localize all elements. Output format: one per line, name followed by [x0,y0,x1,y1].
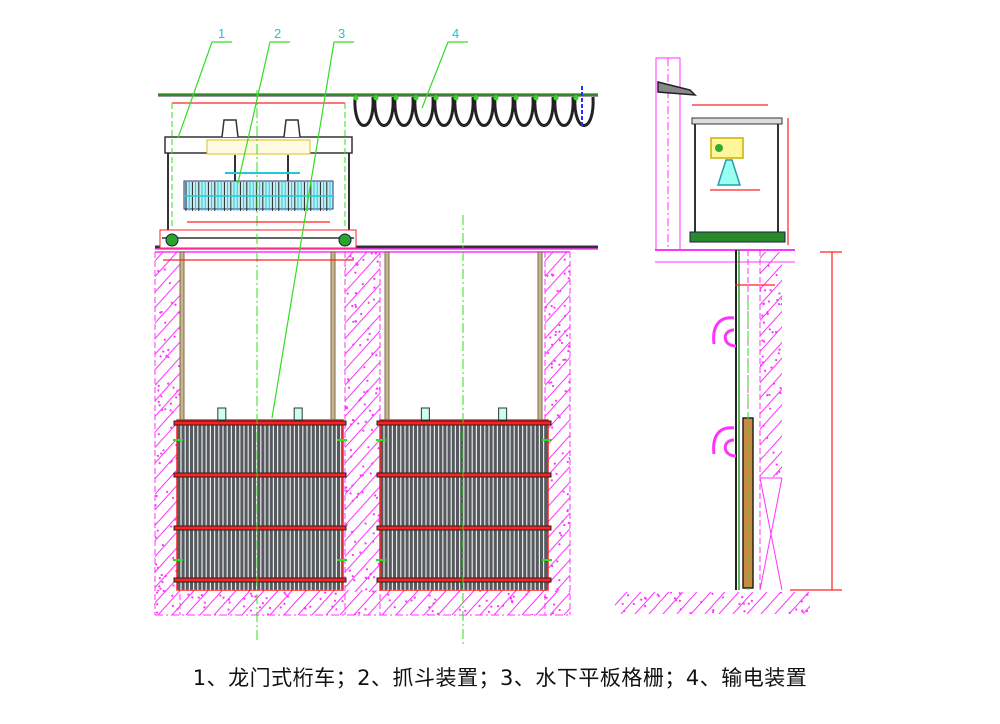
festoon-trolley [513,95,519,101]
grate-crossbeam [173,472,347,478]
flat-grate-panels [173,407,552,591]
festoon-trolley [493,95,499,101]
callout-leader [271,41,335,419]
hoist-motor [283,119,301,138]
grate-crossbeam [173,420,347,426]
callout-2: 2 [274,26,281,41]
callout-leaders: 1 2 3 4 [177,26,468,419]
festoon-cable-loop [533,96,555,127]
festoon-trolley [573,95,579,101]
festoon-cable-loop [453,96,475,127]
side-grab-hook [712,426,737,458]
wheel [338,233,352,247]
grate-crossbeam [376,420,552,426]
lifting-lug [217,407,227,421]
hoist-motor [221,119,239,138]
festoon-trolley [553,95,559,101]
festoon-cable-loop [473,96,495,127]
grate-crossbeam [376,472,552,478]
lifting-lug [420,407,430,421]
grate-crossbeam [173,577,347,583]
festoon-cable-loop [493,96,515,127]
side-floor [615,592,810,614]
festoon-trolley [473,95,479,101]
grate-crossbeam [376,525,552,531]
festoon-cable-loop [573,96,595,127]
side-grab-hanger [716,159,742,186]
wheel [165,233,179,247]
callout-3: 3 [338,26,345,41]
callout-leader [237,41,271,184]
lifting-lug [293,407,303,421]
side-motor [715,144,723,152]
festoon-cable-loop [373,96,395,127]
side-trolley [710,137,744,159]
side-wheel-axle [689,231,786,243]
side-recess [759,477,783,591]
festoon-cable-loop [393,96,415,127]
grate-crossbeam [173,525,347,531]
callout-4: 4 [452,26,459,41]
festoon-trolley [393,95,399,101]
festoon-cable-loop [553,96,575,127]
festoon-cable-loop [513,96,535,127]
side-grab-hook [712,316,737,348]
callout-leader [421,41,449,109]
side-wall [760,252,782,477]
callout-leader [177,41,213,139]
channel-floor [155,590,570,615]
figure-caption: 1、龙门式桁车；2、抓斗装置；3、水下平板格栅；4、输电装置 [192,666,808,690]
gantry-base [159,229,357,249]
festoon-trolley [533,95,539,101]
festoon-trolley [413,95,419,101]
festoon-trolley [373,95,379,101]
festoon-cable-loop [413,96,435,127]
middle-wall [345,252,380,592]
festoon-cable-loop [353,96,375,127]
festoon-trolley [453,95,459,101]
callout-1: 1 [218,26,225,41]
festoon-cable-loop [433,96,455,127]
grate-crossbeam [376,577,552,583]
power-festoon-system [353,86,595,128]
lifting-lug [498,407,508,421]
trolley [206,139,311,155]
side-section-view [655,57,795,591]
rail-bracket [657,81,697,96]
side-top-beam [691,117,783,125]
dimension-lines [163,90,842,645]
festoon-trolley [433,95,439,101]
festoon-trolley [353,95,359,101]
